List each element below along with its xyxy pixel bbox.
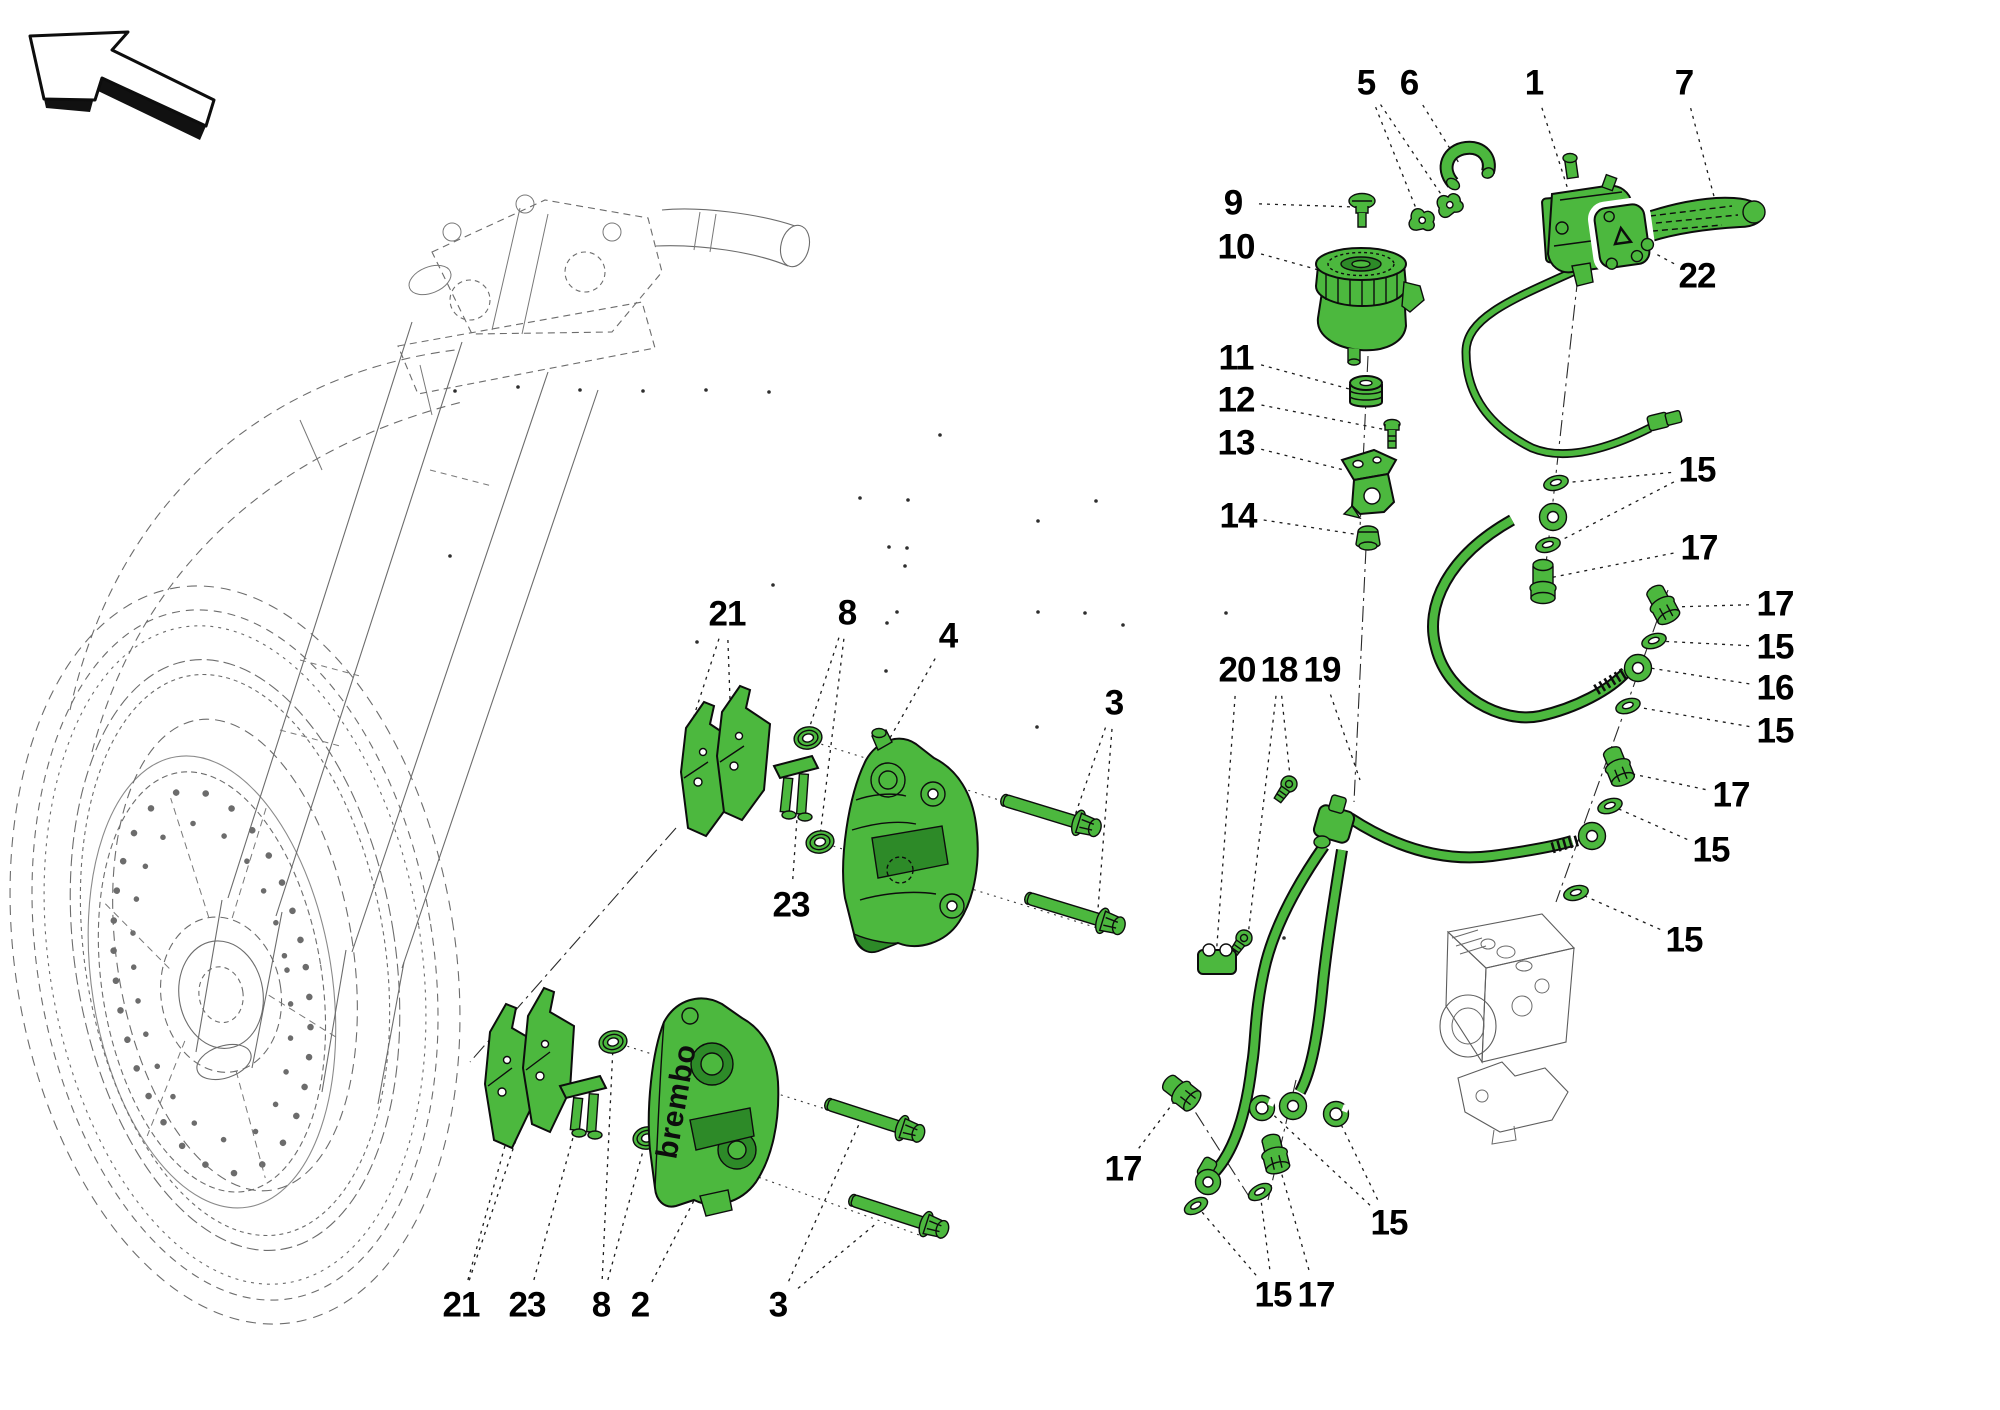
sealing-washer (1541, 472, 1571, 494)
caliper-bolt-left-upper (820, 1090, 929, 1149)
caliper-hose-right-branch (1294, 849, 1348, 1095)
grooved-washer-right-upper (791, 723, 825, 753)
hose-banjo-caliper-right (1278, 1091, 1308, 1121)
reservoir-bracket (1340, 448, 1398, 520)
hose-guide (1439, 140, 1496, 191)
sealing-washer (1639, 629, 1669, 653)
sensor-wire (1461, 265, 1683, 459)
hose-clip-a (1407, 206, 1439, 236)
brake-hose-banjo (1623, 653, 1653, 683)
banjo-bolt (1156, 1069, 1206, 1116)
brake-fluid-reservoir (1314, 247, 1425, 366)
hose-elbow-banjo (1194, 1156, 1222, 1196)
upper-brake-hose (1427, 514, 1631, 724)
brake-caliper-left: brembo (647, 997, 780, 1217)
caliper-bolt-right-lower (1020, 883, 1130, 941)
cap-nut (1355, 525, 1381, 551)
hose-clip-b (1435, 191, 1466, 220)
pad-retainer-right (772, 754, 820, 822)
spacer-stack (1349, 375, 1383, 408)
caliper-bolt-right-upper (996, 785, 1106, 843)
sealing-washer (1244, 1179, 1276, 1205)
brake-pads-right (679, 684, 772, 838)
banjo-bolt (1256, 1130, 1293, 1177)
hose-tee-junction (1312, 794, 1356, 849)
sealing-washer-ring (1322, 1100, 1351, 1128)
caliper-bolt-left-lower (844, 1186, 953, 1245)
brake-pads-left (483, 986, 576, 1150)
front-direction-arrow (28, 30, 216, 140)
banjo-bolt-upper (1529, 558, 1557, 605)
grooved-washer-left-upper (596, 1027, 630, 1057)
grooved-washer-right-lower (803, 827, 837, 857)
hose-banjo-upper (1538, 502, 1568, 532)
banjo-bolt (1640, 580, 1684, 629)
sealing-washer (1613, 694, 1643, 718)
sealing-washer (1561, 882, 1591, 904)
brake-caliper-right (842, 727, 979, 953)
reservoir-screw (1348, 192, 1376, 228)
caliper-hose-left-branch (1208, 842, 1329, 1179)
banjo-bolt (1597, 742, 1638, 791)
hose-clamp (1197, 943, 1237, 975)
sealing-washer (1180, 1193, 1212, 1219)
ghost-motorcycle-front-end (9, 194, 811, 1325)
speckle-dots (448, 385, 1286, 940)
hose-banjo-abs (1577, 821, 1607, 851)
ghost-abs-modulator (1439, 913, 1576, 1145)
sealing-washer (1533, 534, 1563, 556)
pad-retainer-left (558, 1074, 608, 1140)
abs-inlet-hose (1346, 812, 1582, 864)
clamp-screw-upper (1270, 772, 1301, 806)
switch-pod (1587, 197, 1657, 275)
sealing-washer (1595, 794, 1625, 818)
sealing-washer-ring (1248, 1094, 1277, 1122)
bracket-screw (1383, 418, 1401, 449)
